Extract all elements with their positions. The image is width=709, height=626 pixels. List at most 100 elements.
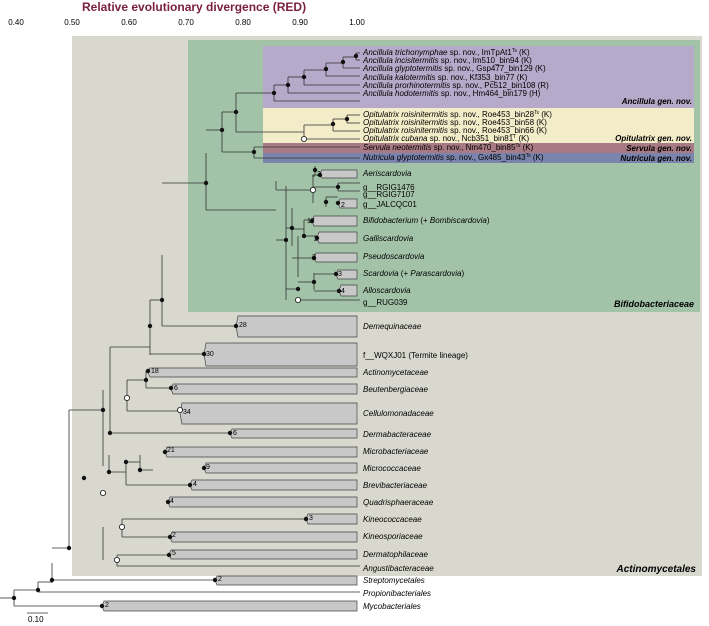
- tip-sup: Ts: [515, 143, 521, 149]
- collapsed-clade: [179, 402, 358, 425]
- tip-end: (K): [517, 48, 530, 57]
- collapsed-clade: [170, 383, 358, 395]
- clade-count: 6: [233, 430, 237, 437]
- tip-label: g__JALCQC01: [363, 200, 417, 209]
- axis-tick-label: 0.40: [8, 18, 24, 27]
- tip-rest: sp. nov., Gsp477_bin129 (K): [442, 64, 546, 73]
- axis-tick-label: 0.90: [292, 18, 308, 27]
- tip-name: g__RUG039: [363, 298, 408, 307]
- node-filled: [301, 74, 307, 80]
- node-filled: [295, 286, 301, 292]
- clade-count: 4: [341, 288, 345, 295]
- tip-label: Alloscardovia: [362, 286, 411, 295]
- collapsed-clade: [337, 198, 358, 209]
- clade-count: 5: [172, 550, 176, 557]
- node-filled: [251, 149, 257, 155]
- tip-label: Beutenbergiaceae: [363, 385, 428, 394]
- clade-count: 9: [206, 464, 210, 471]
- collapsed-clade: [147, 367, 358, 378]
- node-filled: [201, 351, 207, 357]
- node-open: [100, 489, 107, 496]
- node-filled: [289, 225, 295, 231]
- collapsed-clade: [214, 575, 358, 586]
- scale-bar-label: 0.10: [28, 615, 44, 624]
- collapsed-clade: [335, 269, 358, 280]
- node-open: [114, 557, 121, 564]
- node-filled: [123, 459, 129, 465]
- collapsed-clade: [235, 315, 358, 338]
- node-filled: [340, 59, 346, 65]
- node-filled: [311, 255, 317, 261]
- tip-name: Pseudoscardovia: [363, 252, 425, 261]
- collapsed-clade: [305, 513, 358, 525]
- node-filled: [167, 534, 173, 540]
- tip-extra-name: Parascardovia: [410, 269, 462, 278]
- node-filled: [283, 237, 289, 243]
- tip-label: Opitulatrix roisinitermitis sp. nov., Ro…: [363, 118, 547, 127]
- tip-genus: Ancillula glyptotermitis: [362, 64, 442, 73]
- clade-count: 2: [317, 171, 321, 178]
- clade-count: 2: [105, 602, 109, 609]
- clade-count: 6: [174, 385, 178, 392]
- node-filled: [227, 430, 233, 436]
- node-open: [294, 296, 301, 303]
- tip-label: Kineosporiaceae: [363, 532, 423, 541]
- tip-label: Pseudoscardovia: [363, 252, 425, 261]
- node-filled: [162, 449, 168, 455]
- node-filled: [314, 235, 320, 241]
- tip-label: f__WQXJ01 (Termite lineage): [363, 351, 468, 360]
- tip-genus: Ancillula prorhinotermitis: [362, 81, 450, 90]
- tip-name: Scardovia: [363, 269, 399, 278]
- collapsed-clade: [168, 549, 358, 560]
- tip-rest: sp. nov., Ncb351_bin81: [427, 134, 513, 143]
- collapsed-clades: [101, 169, 358, 612]
- tip-label: Propionibacteriales: [363, 589, 431, 598]
- axis-tick-label: 0.70: [178, 18, 194, 27]
- collapsed-clade: [203, 342, 358, 367]
- tip-label: Bifidobacterium (+ Bombiscardovia): [363, 216, 490, 225]
- node-filled: [333, 271, 339, 277]
- tip-label: Nutricula glyptotermitis sp. nov., Gx485…: [363, 153, 544, 162]
- node-filled: [143, 377, 149, 383]
- node-open: [124, 394, 131, 401]
- tip-label: g__RGIG7107: [363, 190, 415, 199]
- node-filled: [344, 116, 350, 122]
- clade-count: 2: [314, 236, 318, 243]
- node-filled: [301, 233, 307, 239]
- tip-rest: sp. nov., Hm464_bin179 (H): [439, 89, 541, 98]
- tip-genus: Ancillula incisitermitis: [362, 56, 439, 65]
- tip-name: Bifidobacterium: [363, 216, 418, 225]
- tip-end: (K): [520, 143, 533, 152]
- node-filled: [353, 53, 359, 59]
- node-filled: [233, 109, 239, 115]
- clade-count: 21: [167, 447, 175, 454]
- tip-genus: Opitulatrix roisinitermitis: [363, 126, 448, 135]
- tip-genus: Opitulatrix cubana: [363, 134, 428, 143]
- tip-label: Galliscardovia: [363, 234, 414, 243]
- tip-label: Kineococcaceae: [363, 515, 422, 524]
- node-filled: [159, 297, 165, 303]
- node-filled: [201, 465, 207, 471]
- node-filled: [212, 577, 218, 583]
- collapsed-clade: [313, 252, 358, 263]
- collapsed-clade: [164, 446, 358, 458]
- clade-count: 3: [309, 515, 313, 522]
- node-filled: [106, 469, 112, 475]
- collapsed-clade: [101, 600, 358, 612]
- clade-count: 30: [206, 351, 214, 358]
- tip-label: Micrococcaceae: [363, 464, 421, 473]
- collapsed-clade: [319, 169, 358, 179]
- collapsed-clade: [167, 496, 358, 508]
- node-filled: [137, 467, 143, 473]
- node-filled: [147, 323, 153, 329]
- node-filled: [303, 516, 309, 522]
- ancillula-label: Ancillula gen. nov.: [621, 97, 692, 106]
- clade-count: 28: [239, 322, 247, 329]
- node-filled: [100, 407, 106, 413]
- axis-tick-label: 0.80: [235, 18, 251, 27]
- tip-label: Ancillula incisitermitis sp. nov., Im510…: [362, 56, 532, 65]
- axis-title: Relative evolutionary divergence (RED): [82, 0, 306, 14]
- tree-nodes: [11, 53, 359, 609]
- node-filled: [99, 603, 105, 609]
- node-open: [119, 524, 126, 531]
